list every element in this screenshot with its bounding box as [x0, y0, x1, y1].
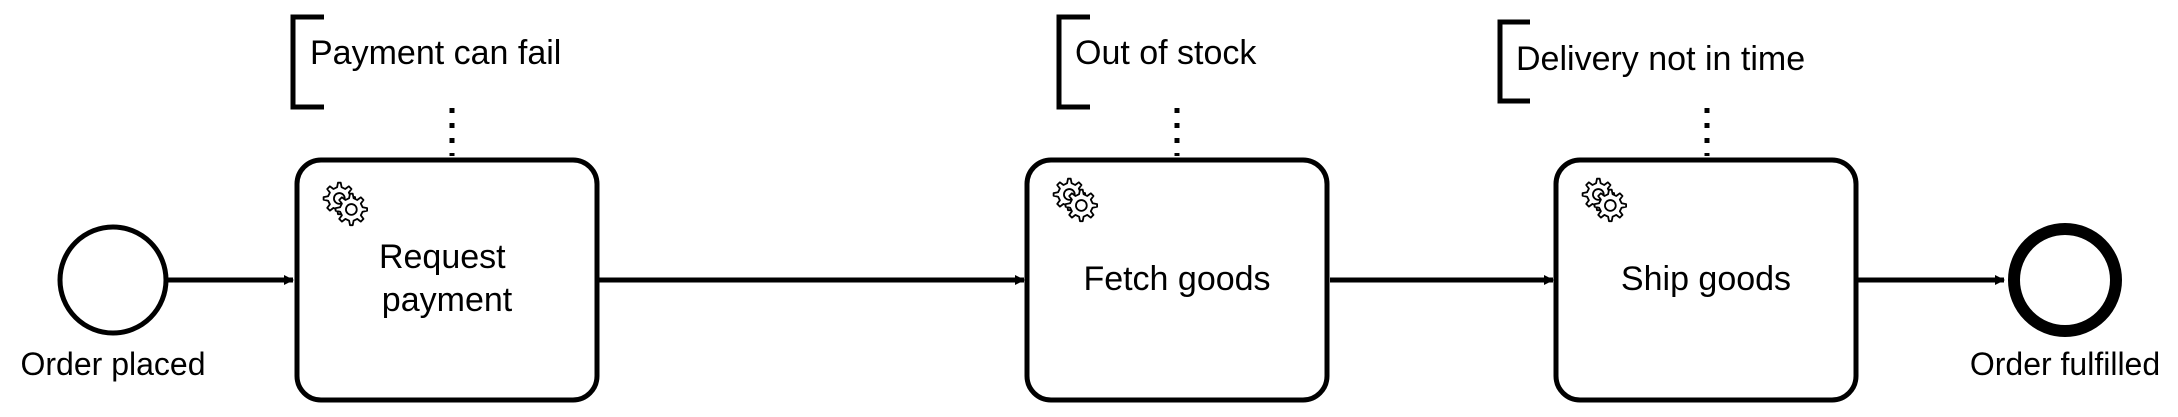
- annotation-text: Payment can fail: [310, 34, 561, 72]
- annotation-out-of-stock[interactable]: Out of stock: [1056, 14, 1257, 110]
- task-request-payment[interactable]: Request payment: [294, 157, 600, 403]
- end-event[interactable]: [2008, 223, 2122, 337]
- annotation-text: Out of stock: [1075, 34, 1257, 72]
- gears-icon: [322, 181, 369, 227]
- gears-icon: [1052, 177, 1098, 223]
- task-label: Ship goods: [1621, 260, 1791, 298]
- gears-icon: [1581, 177, 1627, 223]
- task-fetch-goods[interactable]: Fetch goods: [1024, 157, 1330, 403]
- start-event[interactable]: [57, 224, 169, 336]
- task-label-line: payment: [382, 281, 513, 319]
- task-label: Fetch goods: [1083, 260, 1270, 298]
- task-label-line: Request: [379, 238, 506, 276]
- task-ship-goods[interactable]: Ship goods: [1553, 157, 1859, 403]
- end-event-label: Order fulfilled: [1970, 346, 2160, 382]
- annotation-payment-can-fail[interactable]: Payment can fail: [290, 14, 561, 110]
- start-event-label: Order placed: [21, 346, 206, 382]
- annotation-delivery-not-in-time[interactable]: Delivery not in time: [1497, 19, 1805, 104]
- annotation-text: Delivery not in time: [1516, 40, 1805, 78]
- task-label: Request payment: [379, 238, 515, 319]
